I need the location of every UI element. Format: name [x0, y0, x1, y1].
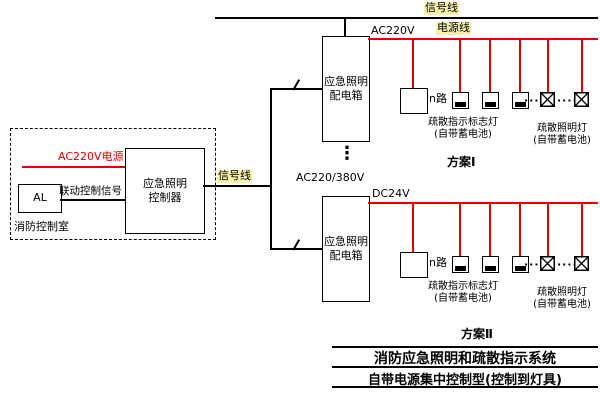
- ac220v-power-label: AC220V电源: [58, 150, 124, 163]
- power-drop-lamp: [547, 204, 549, 256]
- legend-power-line-label: 电源线: [436, 21, 471, 35]
- power-drop-lamp: [519, 204, 521, 256]
- signal-branch-lower: [271, 248, 322, 250]
- ellipsis-dots: ····: [557, 94, 578, 107]
- scheme1-group: n路 ···· ···· 疏散指示标志灯 (自带蓄电池) 疏散照明灯 (自带蓄电…: [0, 38, 600, 163]
- linkage-signal-label: 联动控制信号: [59, 185, 122, 197]
- power-drop-lamp: [489, 40, 491, 92]
- more-boxes-dots: ⋮: [338, 143, 356, 164]
- fire-control-room-boundary: [10, 128, 216, 240]
- power-drop-circuit-box-2: [412, 204, 414, 252]
- scheme2-group: n路 ···· ···· 疏散指示标志灯 (自带蓄电池) 疏散照明灯 (自带蓄电…: [0, 202, 600, 327]
- evacuation-indicator-lamp-icon: [482, 92, 499, 109]
- indicator-lamp-mark: [485, 265, 496, 271]
- ellipsis-dots: ····: [524, 258, 545, 271]
- indicator-lamp-caption-line1: 疏散指示标志灯: [428, 117, 498, 128]
- diagram-subtitle: 自带电源集中控制型(控制到灯具): [368, 373, 562, 388]
- evacuation-lighting-lamp-icon: [574, 256, 589, 271]
- evacuation-indicator-lamp-icon: [452, 256, 469, 273]
- indicator-lamp-caption-line2: (自带蓄电池): [434, 128, 492, 140]
- lighting-lamp-caption: 疏散照明灯 (自带蓄电池): [524, 287, 600, 310]
- power-line-scheme1: [368, 38, 598, 40]
- indicator-lamp-caption: 疏散指示标志灯 (自带蓄电池): [402, 117, 524, 140]
- n-circuits-label: n路: [429, 256, 447, 269]
- signal-line-drop-to-upper-box: [344, 17, 346, 36]
- upper-distribution-box: 应急照明 配电箱: [322, 36, 370, 142]
- indicator-lamp-mark: [455, 101, 466, 107]
- al-panel-label: AL: [33, 191, 47, 205]
- indicator-lamp-mark: [515, 101, 526, 107]
- power-line-scheme2: [368, 202, 598, 204]
- lighting-lamp-caption-line2: (自带蓄电池): [533, 134, 591, 146]
- evacuation-indicator-lamp-icon: [482, 256, 499, 273]
- lighting-lamp-caption-line1: 疏散照明灯: [537, 287, 587, 298]
- dc24v-output-label: DC24V: [372, 187, 410, 200]
- title-block-rule-bottom: [332, 386, 598, 388]
- linkage-signal-wire: [60, 199, 125, 201]
- lower-distribution-label-line2: 配电箱: [329, 249, 363, 262]
- power-drop-lamp: [489, 204, 491, 256]
- al-panel-box: AL: [18, 184, 62, 213]
- evacuation-indicator-lamp-icon: [512, 256, 529, 273]
- circuit-junction-box: [400, 88, 428, 114]
- title-block-rule-middle: [332, 366, 598, 368]
- emergency-lighting-controller-box: 应急照明 控制器: [125, 148, 205, 234]
- evacuation-indicator-lamp-icon: [512, 92, 529, 109]
- indicator-lamp-caption-line1: 疏散指示标志灯: [428, 281, 498, 292]
- power-drop-lamp: [519, 40, 521, 92]
- power-drop-lamp: [459, 40, 461, 92]
- scheme1-label: 方案Ⅰ: [447, 155, 476, 169]
- power-drop-lamp: [459, 204, 461, 256]
- power-drop-lamp: [581, 40, 583, 92]
- controller-label-line1: 应急照明: [143, 176, 187, 190]
- power-drop-lamp: [547, 40, 549, 92]
- lighting-lamp-caption-line1: 疏散照明灯: [537, 123, 587, 134]
- power-drop-lamp: [581, 204, 583, 256]
- ac220v-output-label: AC220V: [371, 24, 415, 37]
- indicator-lamp-mark: [485, 101, 496, 107]
- diagram-title: 消防应急照明和疏散指示系统: [374, 351, 556, 367]
- fire-control-room-label: 消防控制室: [14, 220, 69, 233]
- indicator-lamp-caption-line2: (自带蓄电池): [434, 292, 492, 304]
- evacuation-indicator-lamp-icon: [452, 92, 469, 109]
- evacuation-lighting-lamp-icon: [574, 92, 589, 107]
- evacuation-lighting-lamp-icon: [540, 256, 555, 271]
- power-drop-circuit-box-1: [412, 40, 414, 88]
- controller-signal-wire: [203, 185, 270, 187]
- signal-line-top: [215, 17, 598, 19]
- ellipsis-dots: ····: [557, 258, 578, 271]
- indicator-lamp-caption: 疏散指示标志灯 (自带蓄电池): [402, 281, 524, 304]
- lighting-lamp-caption-line2: (自带蓄电池): [533, 298, 591, 310]
- signal-branch-upper: [271, 88, 322, 90]
- n-circuits-label: n路: [429, 92, 447, 105]
- evacuation-lighting-lamp-icon: [540, 92, 555, 107]
- controller-label-line2: 控制器: [148, 191, 182, 204]
- scheme2-label: 方案Ⅱ: [461, 327, 493, 341]
- lower-distribution-label-line1: 应急照明: [324, 234, 368, 248]
- legend-signal-line-label: 信号线: [424, 1, 459, 15]
- upper-distribution-label-line2: 配电箱: [329, 89, 363, 102]
- ac220v-power-wire: [22, 166, 125, 168]
- lower-distribution-box: 应急照明 配电箱: [322, 196, 370, 302]
- lighting-lamp-caption: 疏散照明灯 (自带蓄电池): [524, 123, 600, 146]
- upper-distribution-label-line1: 应急照明: [324, 74, 368, 88]
- ellipsis-dots: ····: [524, 94, 545, 107]
- indicator-lamp-mark: [515, 265, 526, 271]
- signal-line-label: 信号线: [217, 169, 252, 183]
- signal-riser-wire: [270, 88, 272, 250]
- circuit-junction-box: [400, 252, 428, 278]
- title-block-rule-top: [332, 346, 598, 348]
- indicator-lamp-mark: [455, 265, 466, 271]
- mains-input-label: AC220/380V: [296, 171, 365, 184]
